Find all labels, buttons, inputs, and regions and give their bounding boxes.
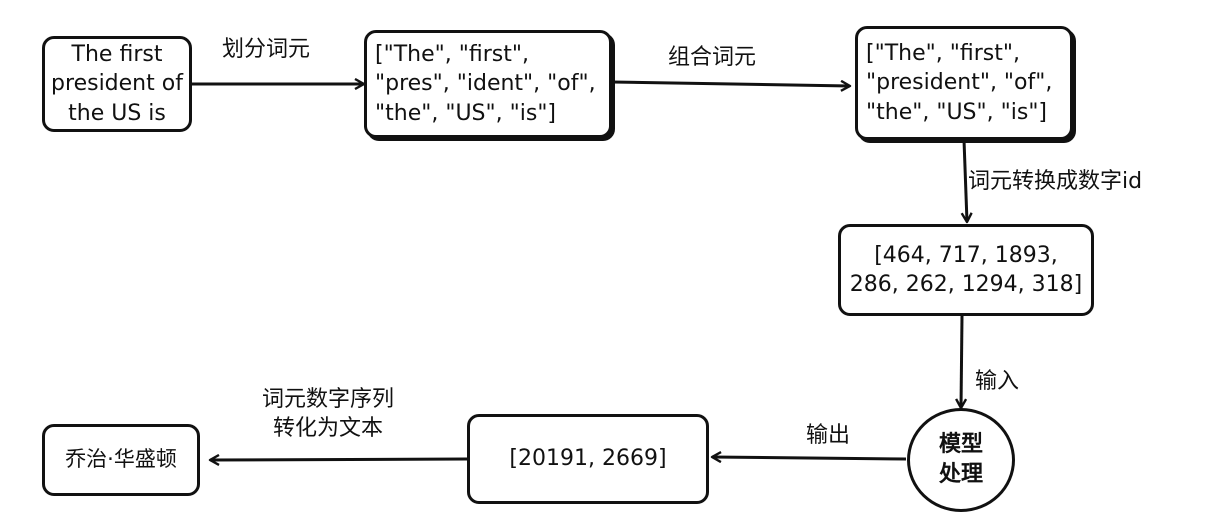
edge-label-to-text: 词元数字序列 转化为文本 [262,387,395,441]
edge-label-input: 输入 [975,369,1020,394]
edge-label-split: 划分词元 [222,37,311,62]
node-token-ids: [464, 717, 1893, 286, 262, 1294, 318] [838,224,1094,316]
edge-label-to-ids: 词元转换成数字id [968,169,1143,194]
arrow-to-text [210,459,468,460]
arrow-output [712,457,907,459]
edge-label-output: 输出 [806,423,851,448]
node-model-process: 模型 处理 [907,408,1015,512]
node-tokens-split: ["The", "first", "pres", "ident", "of", … [364,30,612,138]
node-tokens-merged: ["The", "first", "president", "of", "the… [855,26,1073,140]
node-input-text: The first president of the US is [42,36,192,132]
arrow-to-ids [964,139,967,222]
arrow-input [961,315,962,408]
arrow-merge [611,82,850,86]
node-output-ids: [20191, 2669] [467,414,709,504]
edge-label-merge: 组合词元 [668,45,757,70]
node-output-text: 乔治·华盛顿 [42,424,200,496]
